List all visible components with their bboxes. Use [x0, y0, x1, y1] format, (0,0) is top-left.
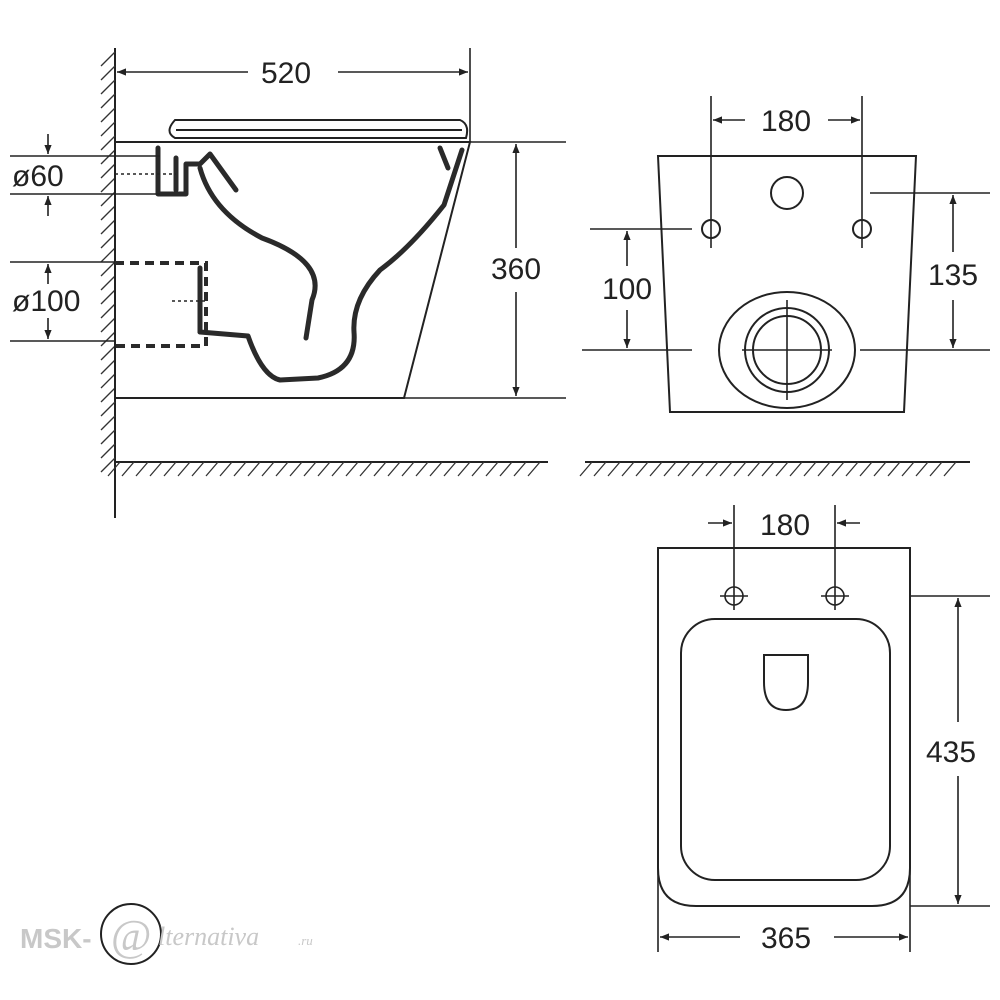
dim-360-label: 360 [491, 253, 541, 286]
dim-435-label: 435 [926, 736, 976, 769]
top-bolt-right [821, 582, 849, 610]
dim-180-back-label: 180 [761, 105, 811, 138]
svg-text:.ru: .ru [298, 933, 313, 948]
dim-520-label: 520 [261, 57, 311, 90]
svg-text:@: @ [111, 911, 151, 960]
top-view: 180 435 365 [657, 505, 990, 955]
top-bolt-left [720, 582, 748, 610]
watermark-logo: MSK- @ lternativa .ru [20, 903, 313, 965]
floor-hatching-right [579, 461, 957, 477]
toilet-lid [168, 119, 469, 139]
flush-inlet [155, 145, 239, 197]
dim-180-top-label: 180 [760, 509, 810, 542]
dim-100-back-label: 100 [602, 273, 652, 306]
svg-text:MSK-: MSK- [20, 923, 92, 954]
outlet-ring-outer [718, 291, 856, 409]
bowl-profile [197, 165, 318, 341]
seat-opening [680, 618, 891, 881]
dim-60-label: ø60 [12, 160, 64, 193]
svg-text:lternativa: lternativa [158, 922, 259, 951]
dim-100-pipe-label: ø100 [12, 285, 80, 318]
floor-hatching-left [107, 461, 541, 477]
back-body-outline [656, 155, 918, 413]
back-view: 180 100 135 [579, 96, 990, 477]
top-body-outline [657, 547, 911, 907]
dim-135-label: 135 [928, 259, 978, 292]
toilet-body-outline [114, 141, 472, 399]
bowl-wall [197, 147, 465, 383]
waste-outlet [115, 261, 208, 348]
dim-365-label: 365 [761, 922, 811, 955]
rim-opening [763, 654, 809, 712]
flush-hole [770, 176, 804, 210]
side-view: 520 360 ø60 ø100 [10, 48, 566, 518]
